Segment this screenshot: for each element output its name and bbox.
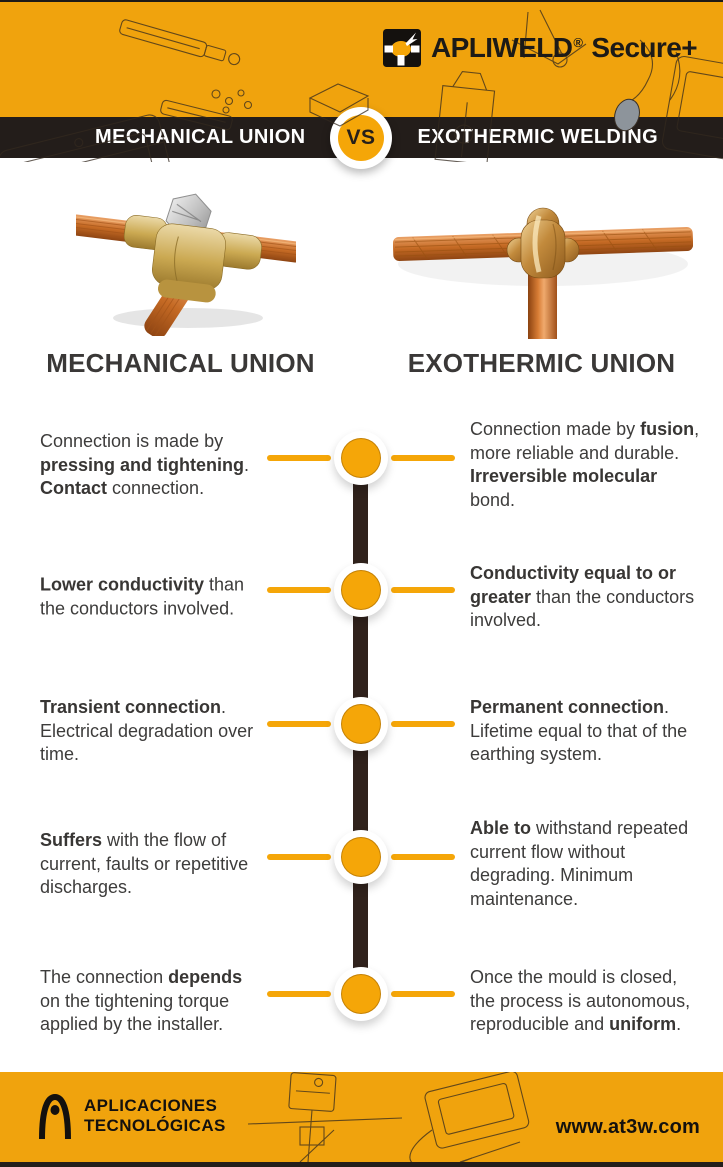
bottom-border-strip xyxy=(0,1162,723,1167)
timeline-node-dot xyxy=(341,438,381,478)
company-name-line1: APLICACIONES xyxy=(84,1096,218,1115)
connector-line-left xyxy=(267,455,331,461)
right-column-title: EXOTHERMIC UNION xyxy=(407,348,676,378)
company-name-line2: TECNOLÓGICAS xyxy=(84,1116,226,1135)
comparison-row: Lower conductivity than the conductors i… xyxy=(0,522,723,658)
exothermic-point-2: Conductivity equal to or greater than th… xyxy=(470,562,695,630)
exothermic-point-5: Once the mould is closed, the process is… xyxy=(470,966,691,1034)
arch-lightning-rod-icon xyxy=(39,1093,71,1139)
connector-line-left xyxy=(267,721,331,727)
timeline-node-dot xyxy=(341,704,381,744)
banner-left-label: MECHANICAL UNION xyxy=(95,126,306,148)
connector-line-right xyxy=(391,854,455,860)
connector-line-left xyxy=(267,854,331,860)
company-name: APLICACIONES TECNOLÓGICAS xyxy=(84,1096,226,1136)
registered-mark: ® xyxy=(573,35,583,50)
top-border-strip xyxy=(0,0,723,2)
brand-logo: APLIWELD®Secure+ xyxy=(383,29,698,67)
timeline-node xyxy=(334,563,388,617)
comparison-row: Connection is made by pressing and tight… xyxy=(0,390,723,526)
exothermic-point-1: Connection made by fusion, more reliable… xyxy=(470,419,700,510)
banner-right-label: EXOTHERMIC WELDING xyxy=(417,126,659,148)
timeline-node-dot xyxy=(341,974,381,1014)
versus-banner: MECHANICAL UNION EXOTHERMIC WELDING VS xyxy=(0,107,723,169)
timeline-node xyxy=(334,431,388,485)
connector-line-right xyxy=(391,455,455,461)
mechanical-point-1: Connection is made by pressing and tight… xyxy=(40,430,250,498)
timeline-node-dot xyxy=(341,837,381,877)
timeline-node xyxy=(334,697,388,751)
footer: APLICACIONES TECNOLÓGICAS www.at3w.com xyxy=(0,1072,723,1162)
mechanical-point-2: Lower conductivity than the conductors i… xyxy=(40,574,245,619)
mechanical-point-5: The connection depends on the tightening… xyxy=(40,966,243,1034)
exothermic-point-4: Able to withstand repeated current flow … xyxy=(470,818,689,909)
comparison-row: The connection depends on the tightening… xyxy=(0,926,723,1062)
connector-line-right xyxy=(391,991,455,997)
header: APLIWELD®Secure+ xyxy=(0,2,723,162)
mechanical-point-3: Transient connection. Electrical degrada… xyxy=(40,696,254,764)
left-column-title: MECHANICAL UNION xyxy=(46,348,315,378)
mechanical-point-4: Suffers with the flow of current, faults… xyxy=(40,829,249,897)
website-link[interactable]: www.at3w.com xyxy=(555,1116,700,1138)
brand-name: APLIWELD®Secure+ xyxy=(431,32,698,63)
connector-line-left xyxy=(267,991,331,997)
vs-badge-label: VS xyxy=(338,115,384,161)
comparison-row: Suffers with the flow of current, faults… xyxy=(0,789,723,925)
timeline-node-dot xyxy=(341,570,381,610)
exothermic-point-3: Permanent connection. Lifetime equal to … xyxy=(470,696,688,764)
comparison-row: Transient connection. Electrical degrada… xyxy=(0,656,723,792)
company-logo: APLICACIONES TECNOLÓGICAS xyxy=(38,1093,226,1139)
comparison-timeline: Connection is made by pressing and tight… xyxy=(0,398,723,1072)
column-titles: MECHANICAL UNION EXOTHERMIC UNION xyxy=(0,342,723,398)
timeline-node xyxy=(334,967,388,1021)
product-images-section xyxy=(0,158,723,342)
apliweld-bolt-icon xyxy=(383,29,421,67)
mechanical-union-photo xyxy=(76,193,296,336)
connector-line-right xyxy=(391,587,455,593)
connector-line-right xyxy=(391,721,455,727)
exothermic-union-photo xyxy=(393,207,693,339)
vs-badge: VS xyxy=(330,107,392,169)
timeline-node xyxy=(334,830,388,884)
connector-line-left xyxy=(267,587,331,593)
